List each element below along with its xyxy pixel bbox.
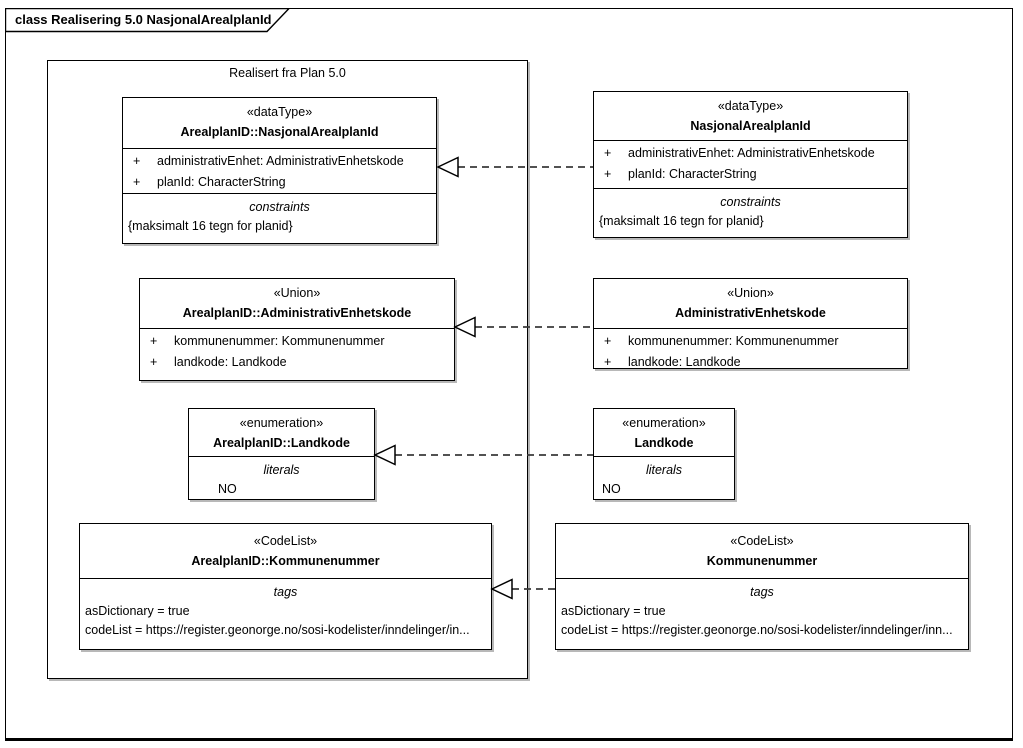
class-box-arealplanid-kommunenummer[interactable]: «CodeList» ArealplanID::Kommunenummer ta… <box>79 523 492 650</box>
class-name: ArealplanID::AdministrativEnhetskode <box>182 306 412 320</box>
class-name: AdministrativEnhetskode <box>675 306 826 320</box>
tags-compartment: tags asDictionary = true codeList = http… <box>556 578 968 649</box>
tag-line: asDictionary = true <box>561 604 666 618</box>
attribute-row: + landkode: Landkode <box>140 352 454 373</box>
stereotype-label: «CodeList» <box>253 534 318 548</box>
stereotype-label: «dataType» <box>717 99 784 113</box>
class-header: «dataType» NasjonalArealplanId <box>594 92 907 140</box>
attribute-signature: planId: CharacterString <box>628 167 757 181</box>
constraint-line: {maksimalt 16 tegn for planid} <box>599 214 764 228</box>
attribute-row: + kommunenummer: Kommunenummer <box>594 331 907 352</box>
attribute-signature: landkode: Landkode <box>628 355 741 369</box>
attribute-row: + planId: CharacterString <box>594 164 907 185</box>
stereotype-label: «enumeration» <box>622 416 706 430</box>
literal-value: NO <box>218 482 237 496</box>
tag-line: codeList = https://register.geonorge.no/… <box>561 623 953 637</box>
attribute-visibility: + <box>133 154 141 168</box>
attribute-row: + landkode: Landkode <box>594 352 907 373</box>
class-header: «CodeList» ArealplanID::Kommunenummer <box>80 524 491 578</box>
class-box-arealplanid-landkode[interactable]: «enumeration» ArealplanID::Landkode lite… <box>188 408 375 500</box>
class-box-administrativenhetskode[interactable]: «Union» AdministrativEnhetskode + kommun… <box>593 278 908 369</box>
class-header: «enumeration» ArealplanID::Landkode <box>189 409 374 456</box>
compartment-label: tags <box>273 585 298 599</box>
literal-value: NO <box>602 482 621 496</box>
class-name: ArealplanID::Landkode <box>213 436 350 450</box>
attribute-row: + planId: CharacterString <box>123 172 436 193</box>
attribute-visibility: + <box>604 146 612 160</box>
attribute-signature: administrativEnhet: AdministrativEnhetsk… <box>157 154 404 168</box>
attribute-visibility: + <box>150 334 158 348</box>
compartment-label: literals <box>263 463 300 477</box>
attribute-signature: planId: CharacterString <box>157 175 286 189</box>
class-name: NasjonalArealplanId <box>690 119 811 133</box>
stereotype-label: «Union» <box>727 286 774 300</box>
compartment-label: constraints <box>249 200 310 214</box>
stereotype-label: «enumeration» <box>239 416 324 430</box>
attribute-row: + administrativEnhet: AdministrativEnhet… <box>123 151 436 172</box>
diagram-title-tab[interactable] <box>5 8 292 33</box>
class-name: ArealplanID::Kommunenummer <box>191 554 380 568</box>
tag-line: codeList = https://register.geonorge.no/… <box>85 623 470 637</box>
attributes-compartment: + administrativEnhet: AdministrativEnhet… <box>594 140 907 188</box>
attribute-signature: landkode: Landkode <box>174 355 287 369</box>
attribute-visibility: + <box>604 167 612 181</box>
stereotype-label: «CodeList» <box>730 534 794 548</box>
compartment-label: tags <box>750 585 774 599</box>
class-header: «CodeList» Kommunenummer <box>556 524 968 578</box>
constraint-line: {maksimalt 16 tegn for planid} <box>128 219 293 233</box>
stereotype-label: «Union» <box>273 286 321 300</box>
class-box-kommunenummer[interactable]: «CodeList» Kommunenummer tags asDictiona… <box>555 523 969 650</box>
attribute-visibility: + <box>133 175 141 189</box>
attribute-signature: administrativEnhet: AdministrativEnhetsk… <box>628 146 875 160</box>
class-header: «dataType» ArealplanID::NasjonalArealpla… <box>123 98 436 148</box>
attributes-compartment: + kommunenummer: Kommunenummer + landkod… <box>594 328 907 373</box>
attribute-visibility: + <box>150 355 158 369</box>
class-name: Kommunenummer <box>706 554 818 568</box>
class-box-arealplanid-nasjonalarealplanid[interactable]: «dataType» ArealplanID::NasjonalArealpla… <box>122 97 437 244</box>
attribute-row: + administrativEnhet: AdministrativEnhet… <box>594 143 907 164</box>
attributes-compartment: + kommunenummer: Kommunenummer + landkod… <box>140 328 454 380</box>
attribute-signature: kommunenummer: Kommunenummer <box>174 334 385 348</box>
constraints-compartment: constraints {maksimalt 16 tegn for plani… <box>594 188 907 237</box>
attributes-compartment: + administrativEnhet: AdministrativEnhet… <box>123 148 436 193</box>
stereotype-label: «dataType» <box>246 105 313 119</box>
tags-compartment: tags asDictionary = true codeList = http… <box>80 578 491 649</box>
tag-line: asDictionary = true <box>85 604 190 618</box>
class-box-arealplanid-administrativenhetskode[interactable]: «Union» ArealplanID::AdministrativEnhets… <box>139 278 455 381</box>
attribute-signature: kommunenummer: Kommunenummer <box>628 334 839 348</box>
class-box-nasjonalarealplanid[interactable]: «dataType» NasjonalArealplanId + adminis… <box>593 91 908 238</box>
constraints-compartment: constraints {maksimalt 16 tegn for plani… <box>123 193 436 243</box>
class-box-landkode[interactable]: «enumeration» Landkode literals NO <box>593 408 735 500</box>
frame-label: Realisert fra Plan 5.0 <box>229 66 346 80</box>
class-name: ArealplanID::NasjonalArealplanId <box>180 125 379 139</box>
class-header: «Union» ArealplanID::AdministrativEnhets… <box>140 279 454 328</box>
diagram-title: class Realisering 5.0 NasjonalArealplanI… <box>15 12 272 27</box>
literals-compartment: literals NO <box>189 456 374 499</box>
compartment-label: constraints <box>720 195 781 209</box>
class-name: Landkode <box>634 436 694 450</box>
class-header: «enumeration» Landkode <box>594 409 734 456</box>
attribute-visibility: + <box>604 334 612 348</box>
attribute-visibility: + <box>604 355 612 369</box>
compartment-label: literals <box>645 463 683 477</box>
literals-compartment: literals NO <box>594 456 734 499</box>
title-tab-shape <box>5 8 291 33</box>
attribute-row: + kommunenummer: Kommunenummer <box>140 331 454 352</box>
class-header: «Union» AdministrativEnhetskode <box>594 279 907 328</box>
